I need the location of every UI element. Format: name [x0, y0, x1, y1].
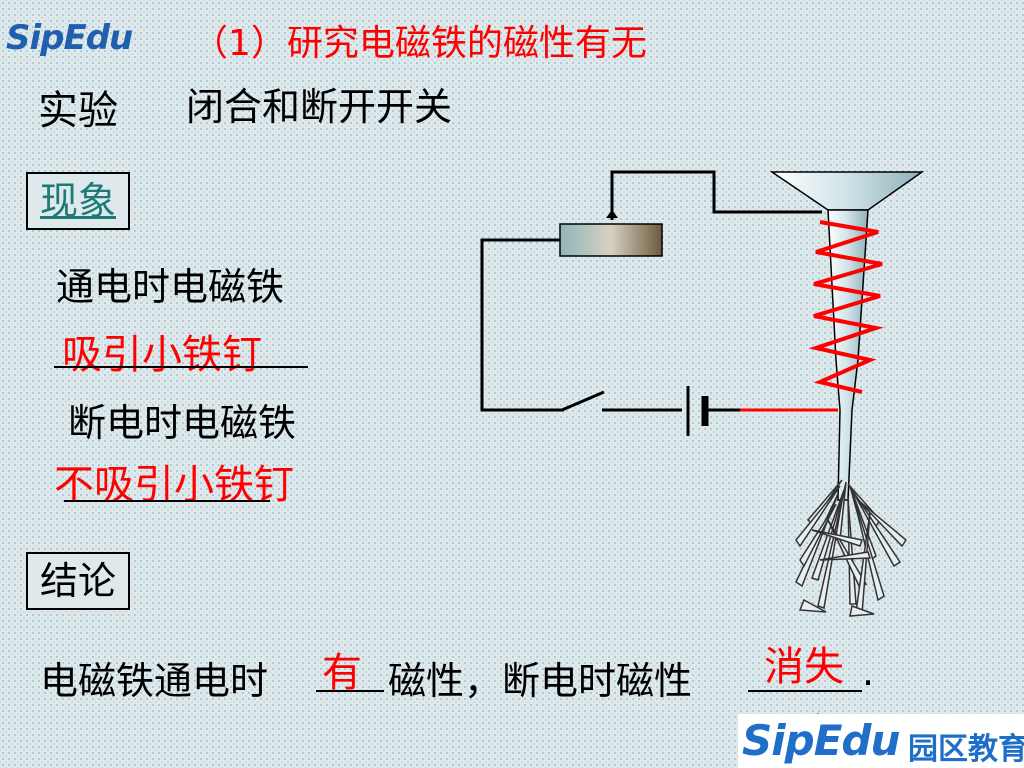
conclusion-part1: 电磁铁通电时: [40, 659, 269, 703]
conclusion-blank1: [316, 690, 384, 692]
footer-logo: SipEdu 园区教育: [738, 714, 1024, 768]
conclusion-end: .: [862, 650, 875, 694]
conclusion-answer1: 有: [322, 650, 362, 696]
experiment-text: 闭合和断开开关: [186, 85, 453, 129]
footer-logo-latin: SipEdu: [742, 716, 900, 765]
conclusion-part2: 磁性，断电时磁性: [388, 659, 693, 703]
slide-title: （1）研究电磁铁的磁性有无: [192, 23, 647, 64]
off-answer-blank: [64, 500, 270, 502]
open-switch: [561, 390, 605, 412]
phenomenon-off-text: 断电时电磁铁: [68, 401, 297, 445]
circuit-wires: [480, 170, 822, 412]
conclusion-blank2: [748, 690, 862, 692]
experiment-label: 实验: [38, 88, 118, 134]
rheostat: [559, 223, 663, 257]
electromagnet: [769, 171, 925, 501]
sipedu-logo: SipEdu: [6, 18, 133, 58]
on-answer-blank: [54, 366, 308, 368]
slider-arrow-icon: [606, 210, 618, 218]
phenomenon-on-answer: 吸引小铁钉: [62, 332, 262, 378]
iron-nails: [795, 479, 907, 617]
conclusion-answer2: 消失: [764, 644, 844, 690]
footer-logo-chinese: 园区教育: [908, 732, 1024, 767]
conclusion-label-box: 结论: [26, 552, 131, 610]
phenomenon-label-box: 现象: [26, 172, 131, 230]
phenomenon-on-text: 通电时电磁铁: [56, 265, 285, 309]
